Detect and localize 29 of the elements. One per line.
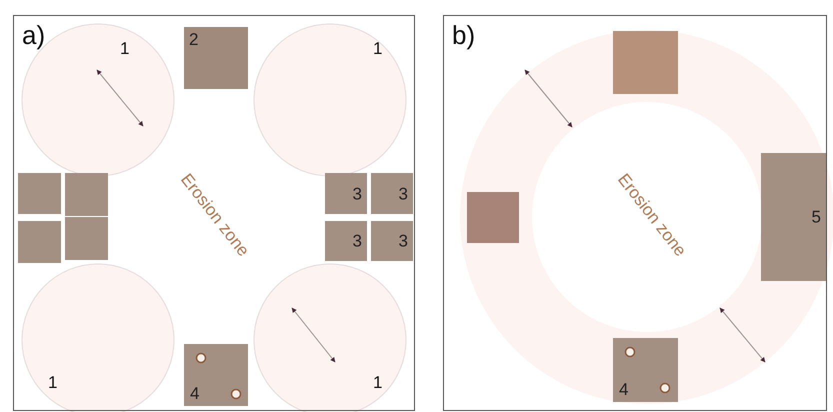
callout-number: 4: [190, 385, 200, 402]
magnet-block: [184, 344, 248, 406]
callout-number: 4: [619, 381, 628, 398]
magnet-block: [184, 27, 248, 89]
callout-number: 1: [48, 374, 58, 391]
callout-number: 3: [352, 232, 362, 250]
magnet-block: [65, 217, 108, 260]
magnet-block: [371, 173, 413, 214]
panel-frame: [13, 15, 415, 411]
callout-number: 3: [352, 185, 362, 202]
magnet-block: [65, 173, 108, 216]
panel-label: b): [452, 22, 476, 48]
magnet-block: [18, 173, 61, 214]
magnet-block: [325, 173, 367, 214]
callout-number: 2: [189, 31, 198, 48]
magnet-block: [467, 192, 519, 243]
callout-number: 5: [812, 208, 821, 226]
callout-number: 1: [373, 40, 382, 57]
callout-number: 3: [398, 232, 408, 250]
panel-label: a): [22, 22, 46, 48]
magnet-block: [613, 338, 678, 402]
magnet-block: [325, 221, 367, 261]
magnet-block: [613, 31, 678, 94]
magnet-block: [371, 221, 413, 261]
magnet-block: [18, 221, 61, 263]
callout-number: 3: [398, 185, 408, 202]
callout-number: 1: [373, 374, 382, 391]
magnet-block: [761, 153, 826, 281]
callout-number: 1: [120, 40, 130, 57]
